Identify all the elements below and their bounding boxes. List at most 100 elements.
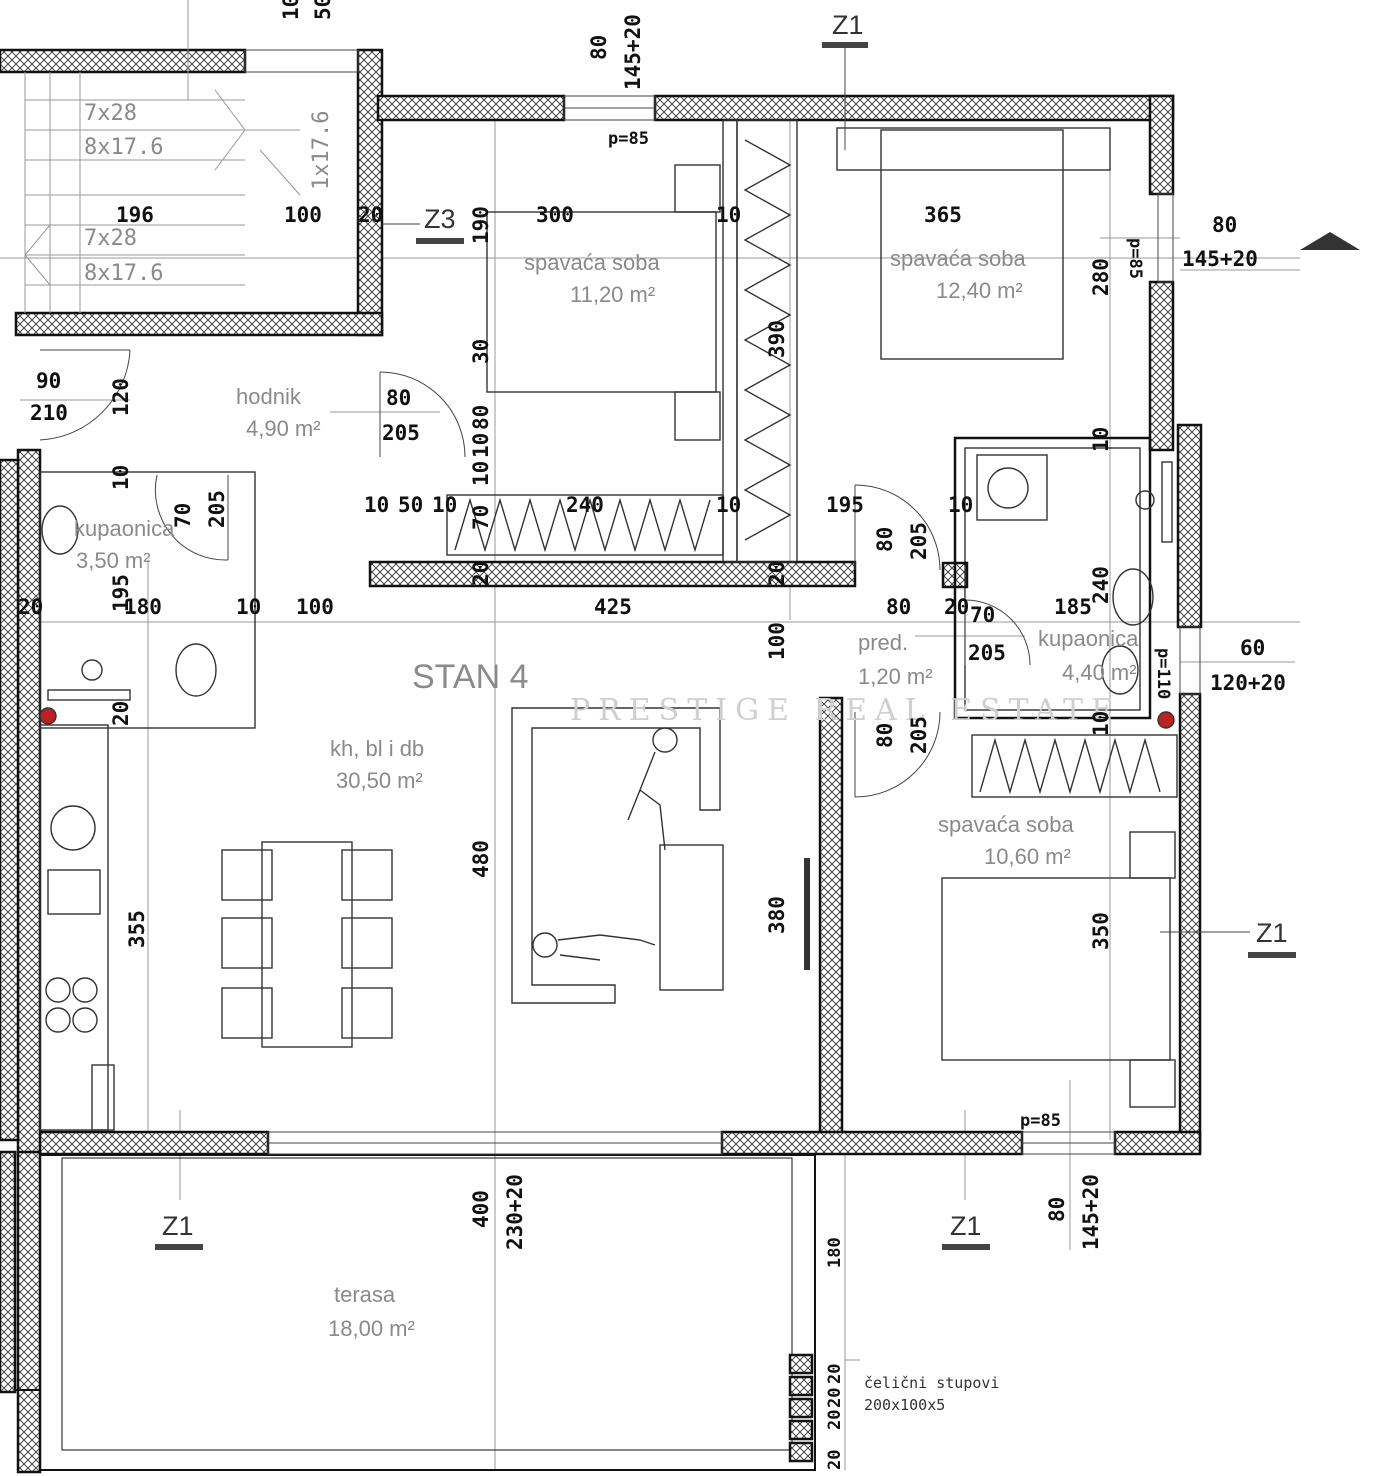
notes: čelični stupovi 200x100x5 p=85 p=85 p=85… (608, 129, 1173, 1414)
svg-text:380: 380 (765, 896, 789, 934)
section-marker-z3: Z3 (382, 204, 464, 244)
tv (804, 858, 810, 970)
room-area-hall: 4,90 m² (246, 416, 321, 441)
dimension-guides (0, 120, 1300, 1470)
svg-text:390: 390 (765, 320, 789, 358)
steel-columns (788, 1353, 814, 1463)
svg-text:145+20: 145+20 (621, 14, 645, 90)
svg-text:196: 196 (116, 203, 154, 227)
bed-1 (486, 164, 721, 441)
svg-text:480: 480 (469, 840, 493, 878)
svg-text:10: 10 (1089, 427, 1113, 452)
svg-text:p=85: p=85 (1020, 1111, 1061, 1131)
svg-text:120: 120 (109, 378, 133, 416)
section-marker-z1-right: Z1 (1160, 918, 1296, 958)
svg-text:80: 80 (587, 35, 611, 60)
svg-text:120+20: 120+20 (1210, 671, 1286, 695)
svg-text:20: 20 (825, 1364, 845, 1384)
wardrobe-bedroom-3 (971, 734, 1178, 798)
svg-text:205: 205 (205, 490, 229, 528)
svg-text:80: 80 (873, 527, 897, 552)
svg-text:8x17.6: 8x17.6 (84, 135, 163, 160)
svg-text:350: 350 (1089, 912, 1113, 950)
room-name-terrace: terasa (334, 1282, 396, 1307)
svg-text:7x28: 7x28 (84, 101, 137, 126)
section-marker-z1-bottom-left: Z1 (155, 1211, 203, 1250)
bath2-fixtures (976, 454, 1175, 729)
bath1-fixtures (39, 471, 256, 729)
room-name-pred: pred. (858, 630, 908, 655)
section-marker-z1-bottom-right: Z1 (942, 1211, 990, 1250)
room-area-bed2: 12,40 m² (936, 278, 1023, 303)
svg-text:195: 195 (826, 493, 864, 517)
svg-text:10: 10 (109, 465, 133, 490)
svg-text:195: 195 (109, 574, 133, 612)
svg-text:Z1: Z1 (162, 1211, 194, 1241)
svg-text:čelični stupovi: čelični stupovi (864, 1374, 999, 1392)
room-area-bed1: 11,20 m² (570, 282, 655, 307)
kitchen-unit (39, 724, 115, 1131)
svg-text:50: 50 (398, 493, 423, 517)
svg-text:7x28: 7x28 (84, 226, 137, 251)
svg-text:20: 20 (944, 595, 969, 619)
svg-text:240: 240 (566, 493, 604, 517)
svg-text:10: 10 (236, 595, 261, 619)
wardrobe-bedroom-1 (446, 494, 724, 556)
svg-text:365: 365 (924, 203, 962, 227)
section-marker-z1-top: Z1 (822, 10, 868, 150)
svg-text:Z1: Z1 (950, 1211, 982, 1241)
room-name-bath2: kupaonica (1038, 626, 1139, 651)
svg-text:p=110: p=110 (1153, 648, 1173, 699)
svg-text:10: 10 (1089, 711, 1113, 736)
svg-text:205: 205 (382, 421, 420, 445)
terrace-outline (15, 1154, 816, 1471)
svg-text:1x17.6: 1x17.6 (309, 111, 334, 190)
bed-2 (836, 127, 1111, 360)
svg-text:10: 10 (469, 461, 493, 486)
sofa (511, 707, 724, 1004)
svg-text:90: 90 (36, 369, 61, 393)
room-labels: STAN 4 kh, bl i db 30,50 m² spavaća soba… (74, 246, 1139, 1341)
svg-text:145+20: 145+20 (1182, 247, 1258, 271)
stair-labels: 7x28 8x17.6 1x17.6 7x28 8x17.6 (84, 101, 334, 286)
watermark: PRESTIGE REAL ESTATE (570, 693, 1121, 728)
svg-text:240: 240 (1089, 566, 1113, 604)
svg-text:70: 70 (469, 505, 493, 530)
svg-text:20: 20 (358, 203, 383, 227)
svg-text:80: 80 (1212, 213, 1237, 237)
svg-text:30: 30 (469, 339, 493, 364)
unit-name: STAN 4 (412, 658, 529, 696)
svg-text:80: 80 (873, 723, 897, 748)
svg-text:80: 80 (386, 386, 411, 410)
svg-text:80: 80 (469, 405, 493, 430)
svg-text:400: 400 (469, 1190, 493, 1228)
room-name-living: kh, bl i db (330, 736, 424, 761)
svg-text:145+20: 145+20 (1079, 1174, 1103, 1250)
svg-text:10: 10 (364, 493, 389, 517)
svg-text:180: 180 (825, 1237, 845, 1268)
svg-text:100: 100 (765, 622, 789, 660)
svg-text:p=85: p=85 (1125, 238, 1145, 279)
room-name-bath1: kupaonica (74, 516, 175, 541)
svg-text:10: 10 (948, 493, 973, 517)
svg-text:8x17.6: 8x17.6 (84, 261, 163, 286)
svg-text:100: 100 (296, 595, 334, 619)
svg-text:Z1: Z1 (1256, 918, 1288, 948)
svg-text:20: 20 (469, 561, 493, 586)
svg-text:20: 20 (825, 1388, 845, 1408)
svg-text:10: 10 (279, 0, 303, 20)
svg-text:230+20: 230+20 (503, 1174, 527, 1250)
svg-text:p=85: p=85 (608, 129, 649, 149)
svg-text:80: 80 (886, 595, 911, 619)
svg-text:20: 20 (825, 1410, 845, 1430)
doors (39, 349, 1031, 798)
room-area-pred: 1,20 m² (858, 664, 933, 689)
svg-text:10: 10 (432, 493, 457, 517)
room-area-bed3: 10,60 m² (984, 844, 1071, 869)
section-arrow-c (1300, 232, 1360, 250)
svg-text:300: 300 (536, 203, 574, 227)
svg-text:205: 205 (907, 716, 931, 754)
svg-text:210: 210 (30, 401, 68, 425)
svg-text:Z3: Z3 (424, 204, 456, 234)
